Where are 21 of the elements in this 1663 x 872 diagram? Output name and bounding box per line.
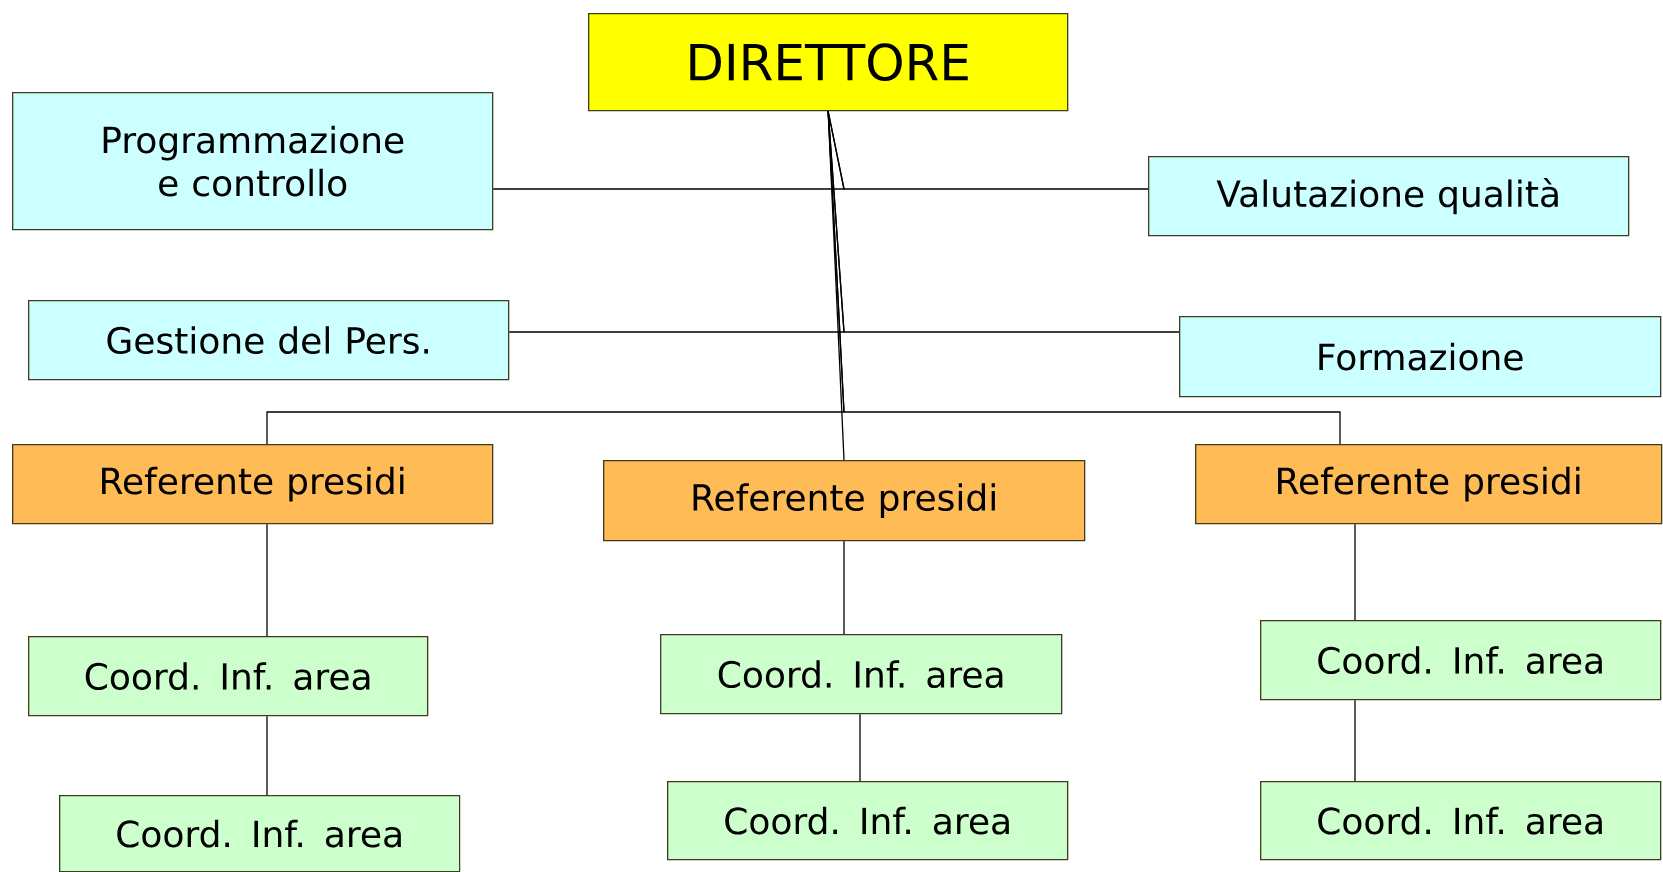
unit-box: Coord. Inf. area [667,781,1069,861]
unit-box: Referente presidi [1195,444,1663,525]
unit-box: Coord. Inf. area [1260,781,1662,861]
unit-box: Coord. Inf. area [660,634,1063,715]
connector-line [266,715,268,796]
unit-box: Referente presidi [603,460,1086,542]
connector-line [843,540,845,635]
connector-line [827,110,1341,445]
unit-box: Programmazione e controllo [12,92,494,231]
connector-line [859,713,861,782]
connector-line [1354,523,1356,621]
unit-box: Gestione del Pers. [28,300,510,381]
unit-box: Coord. Inf. area [1260,620,1662,701]
unit-box: Referente presidi [12,444,494,525]
unit-box: Coord. Inf. area [59,795,461,872]
unit-box: Coord. Inf. area [28,636,429,717]
unit-box: Formazione [1179,316,1662,398]
director-box: DIRETTORE [588,13,1069,112]
connector-line [266,523,268,637]
unit-box: Valutazione qualità [1148,156,1630,237]
connector-line [1354,699,1356,782]
